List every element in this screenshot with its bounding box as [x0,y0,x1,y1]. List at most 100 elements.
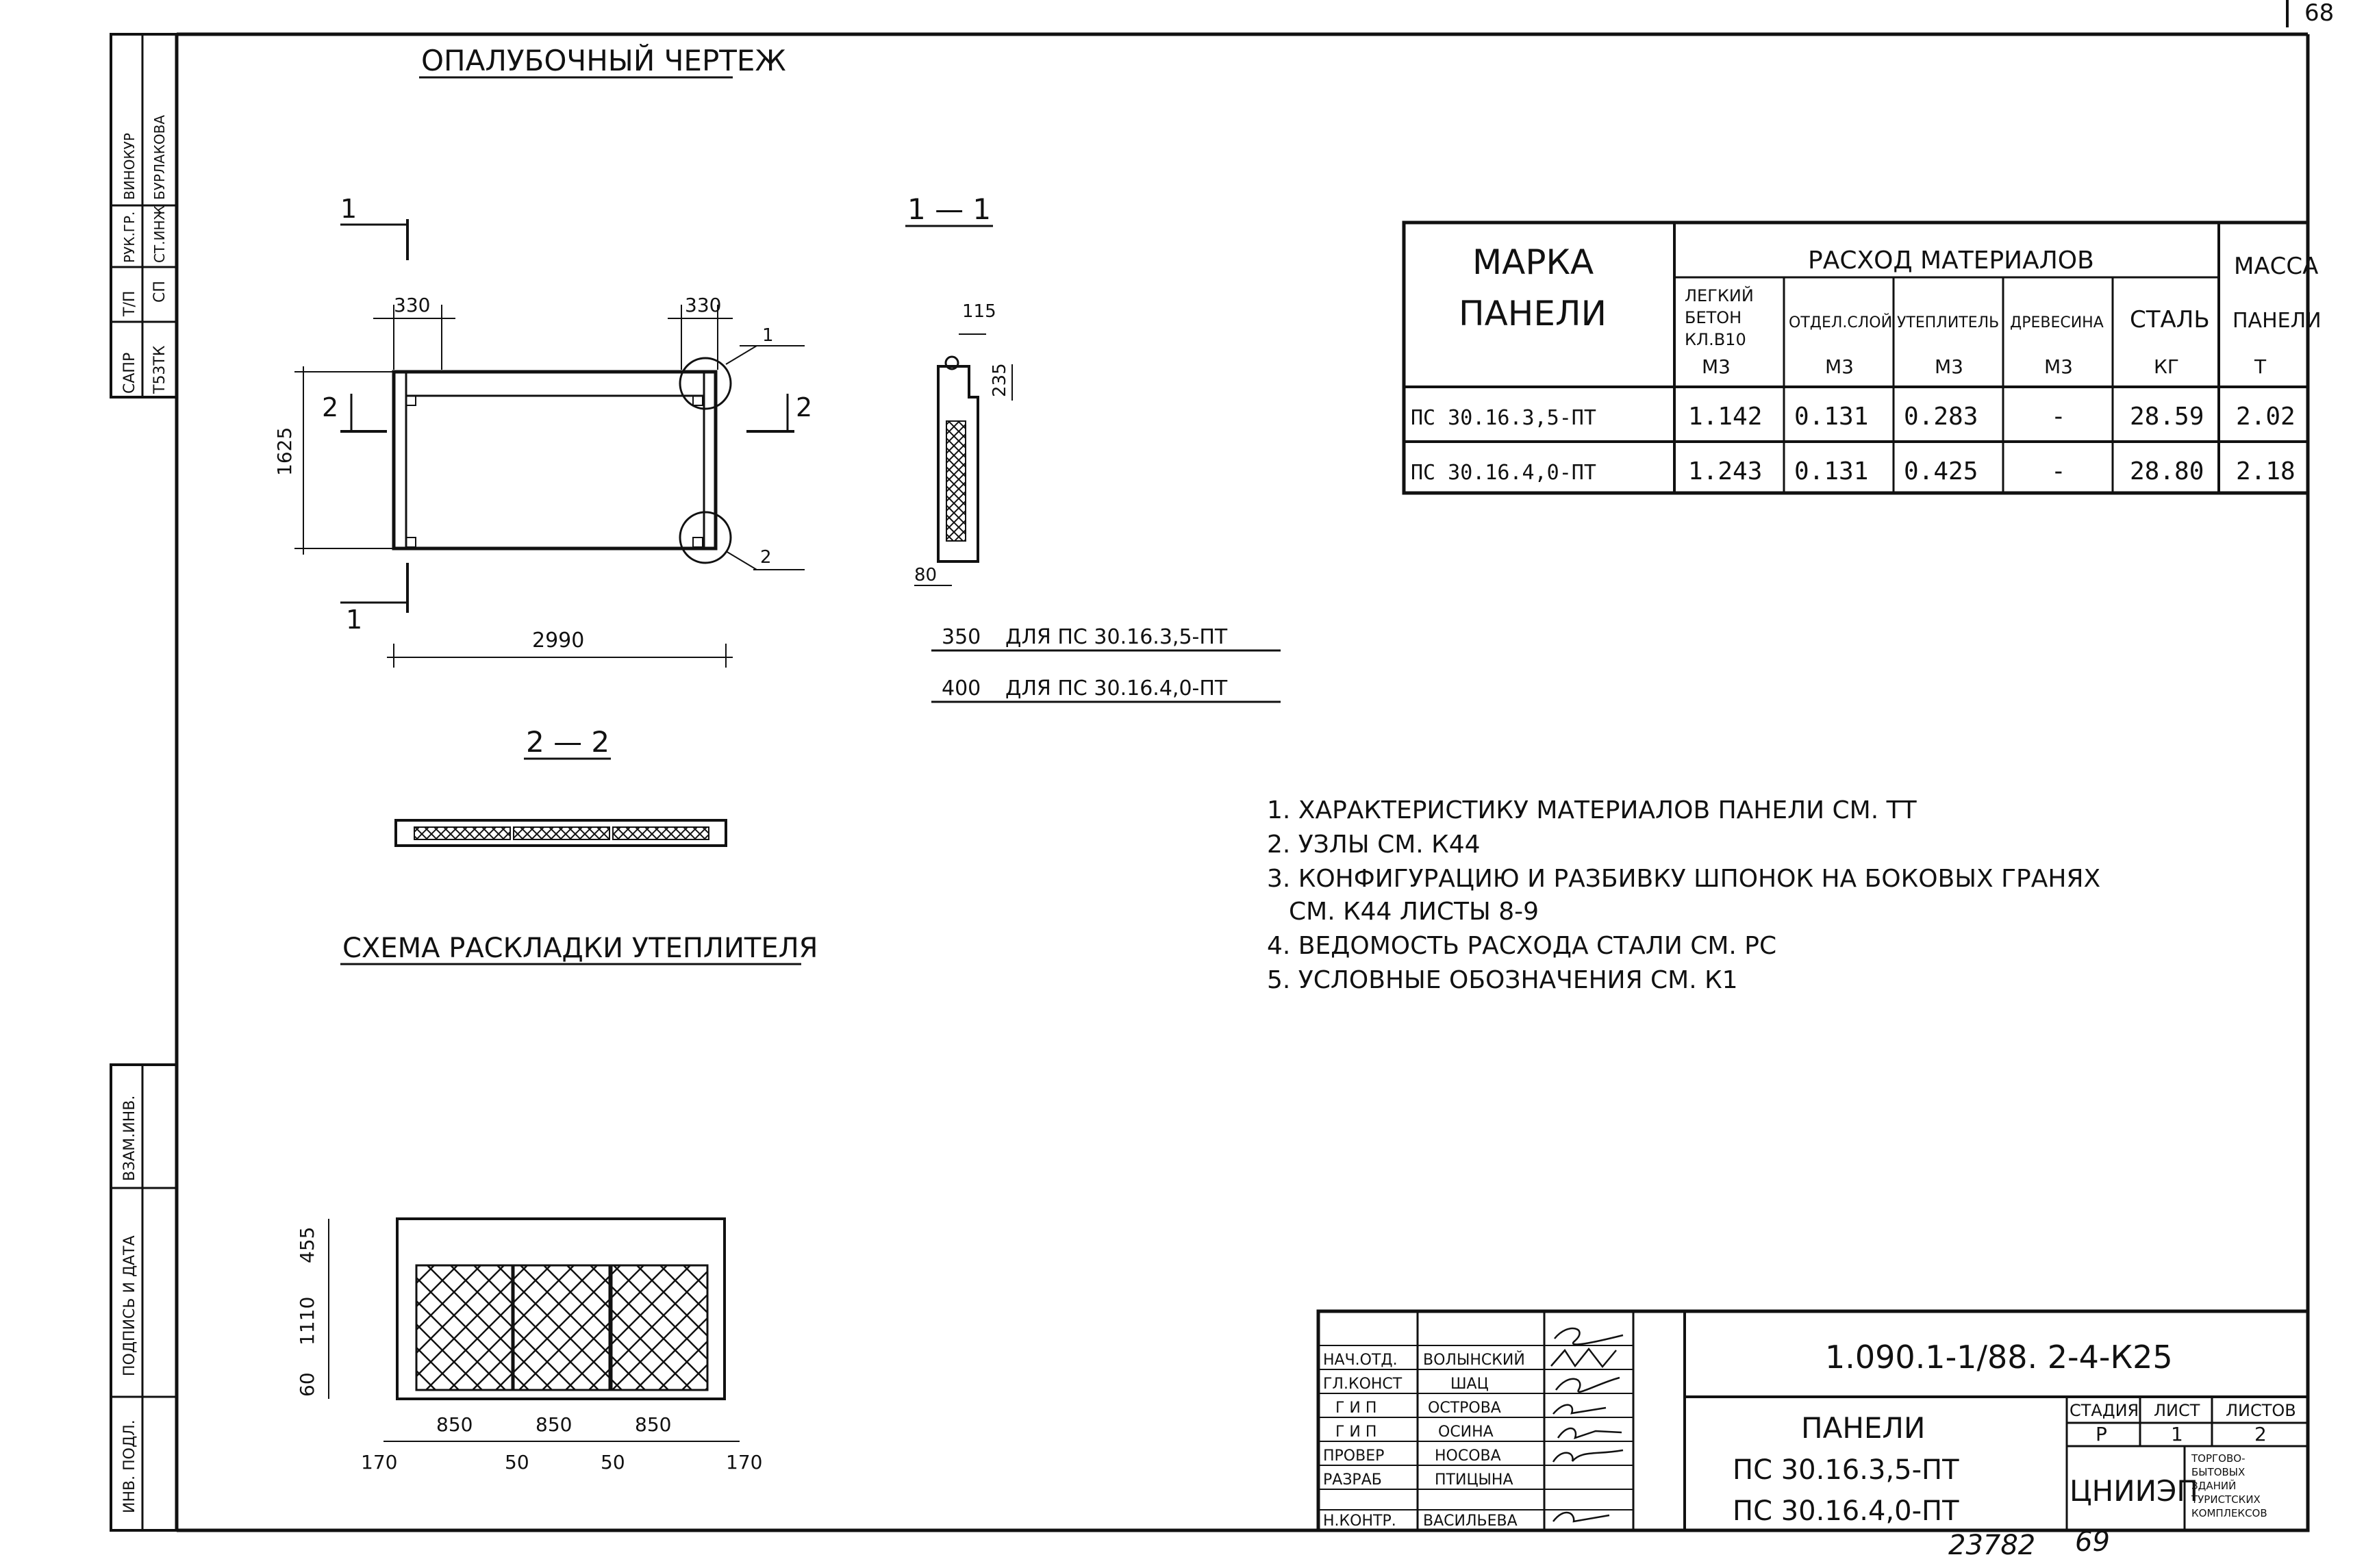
org-desc-3: ЗДАНИЙ [2191,1479,2236,1492]
sig-role-7: Н.КОНТР. [1323,1513,1396,1530]
subheader-insulation: УТЕПЛИТЕЛЬ [1897,314,1999,331]
title-section-1-1: 1 — 1 [907,192,991,226]
row2-mass: 2.18 [2236,457,2296,485]
stamp-st-inzh: СТ.ИНЖ [151,205,168,263]
side-mark-left: 2 [322,392,338,422]
row2-steel: 28.80 [2130,457,2204,485]
section-1-1: 115 235 80 350 ДЛЯ ПС 30.16.3,5-ПТ 400 Д… [914,301,1281,703]
note-3-cont: СМ. К44 ЛИСТЫ 8-9 [1289,898,1539,926]
row1-mass: 2.02 [2236,403,2296,431]
row1-mark: ПС 30.16.3,5-ПТ [1411,406,1596,430]
notes: 1. ХАРАКТЕРИСТИКУ МАТЕРИАЛОВ ПАНЕЛИ СМ. … [1267,796,2100,994]
dim-850-1: 850 [436,1413,473,1436]
designation: 1.090.1-1/88. 2-4-К25 [1825,1339,2173,1376]
dim-1110: 1110 [296,1297,318,1345]
row1-wood: - [2051,403,2066,431]
title-insulation-scheme: СХЕМА РАСКЛАДКИ УТЕПЛИТЕЛЯ [342,933,818,964]
note-1: 1. ХАРАКТЕРИСТИКУ МАТЕРИАЛОВ ПАНЕЛИ СМ. … [1267,796,1917,824]
subheader-finish: ОТДЕЛ.СЛОЙ [1789,314,1892,331]
sig-role-5: ПРОВЕР [1323,1447,1384,1465]
handwritten-signatures [1550,1327,1624,1523]
node-1: 1 [762,325,774,346]
table-row: ПС 30.16.3,5-ПТ 1.142 0.131 0.283 - 28.5… [1411,403,2296,431]
unit-finish: М3 [1825,355,1854,378]
note-3: 3. КОНФИГУРАЦИЮ И РАЗБИВКУ ШПОНОК НА БОК… [1267,865,2100,893]
sheets-label: ЛИСТОВ [2226,1401,2296,1420]
subheader-concrete-3: КЛ.В10 [1685,330,1746,349]
subheader-concrete-2: БЕТОН [1685,308,1741,327]
org-name: ЦНИИЭП [2070,1474,2198,1508]
archive-number: 23782 [1948,1530,2035,1561]
sheet-value: 1 [2171,1423,2183,1445]
note-4: 4. ВЕДОМОСТЬ РАСХОДА СТАЛИ СМ. РС [1267,932,1776,960]
row1-insulation: 0.283 [1904,403,1978,431]
sig-name-4: ОСИНА [1438,1424,1494,1441]
cut-mark-bottom: 1 [346,605,362,635]
sheet-number: 68 [2304,0,2334,27]
dim-80: 80 [914,565,937,585]
stamp-sp: СП [151,281,168,303]
org-desc-5: КОМПЛЕКСОВ [2191,1507,2267,1519]
dim-400: 400 [942,676,981,700]
dim-850-3: 850 [635,1413,671,1436]
dim-50-1: 50 [505,1451,529,1474]
sheets-value: 2 [2254,1423,2267,1445]
stamp-vzam-inv: ВЗАМ.ИНВ. [121,1096,138,1181]
subheader-concrete-1: ЛЕГКИЙ [1685,286,1754,305]
unit-mass: Т [2254,355,2267,378]
unit-insulation: М3 [1935,355,1963,378]
sig-role-3: Г И П [1335,1400,1376,1417]
dim-850-2: 850 [536,1413,572,1436]
unit-concrete: М3 [1702,355,1731,378]
dim-2990: 2990 [532,629,584,653]
left-stamp-top: САПР Т53ТК Т/П СП РУК.ГР. СТ.ИНЖ ВИНОКУР… [110,33,178,399]
page-number: 69 [2075,1526,2110,1558]
sig-name-2: ШАЦ [1450,1376,1489,1393]
row2-insulation: 0.425 [1904,457,1978,485]
dim-60: 60 [296,1372,318,1397]
sig-name-5: НОСОВА [1435,1447,1501,1465]
stamp-ruk-gr: РУК.ГР. [121,212,138,263]
sig-name-6: ПТИЦЫНА [1435,1471,1513,1489]
note-5: 5. УСЛОВНЫЕ ОБОЗНАЧЕНИЯ СМ. К1 [1267,966,1738,994]
sig-role-2: ГЛ.КОНСТ [1323,1376,1403,1393]
subheader-steel: СТАЛЬ [2130,306,2210,333]
title-section-2-2: 2 — 2 [526,725,609,759]
sig-name-1: ВОЛЫНСКИЙ [1423,1351,1525,1369]
name-line-1: ПАНЕЛИ [1801,1411,1925,1445]
unit-wood: М3 [2044,355,2073,378]
dim-170-right: 170 [726,1451,762,1474]
row1-concrete: 1.142 [1688,403,1762,431]
org-desc-4: ТУРИСТСКИХ [2191,1493,2261,1506]
header-consumption: РАСХОД МАТЕРИАЛОВ [1808,246,2094,275]
note-2: 2. УЗЛЫ СМ. К44 [1267,831,1481,859]
signature-rows: НАЧ.ОТД. ВОЛЫНСКИЙ ГЛ.КОНСТ ШАЦ Г И П ОС… [1318,1327,1633,1530]
header-mark-panel: МАРКА [1472,242,1594,282]
stamp-vinokur: ВИНОКУР [121,133,138,200]
dim-330-right: 330 [685,294,721,316]
table-row: ПС 30.16.4,0-ПТ 1.243 0.131 0.425 - 28.8… [1411,457,2296,485]
dim-50-2: 50 [601,1451,625,1474]
name-line-2: ПС 30.16.3,5-ПТ [1733,1454,1959,1486]
note-400: ДЛЯ ПС 30.16.4,0-ПТ [1005,676,1228,700]
stamp-code: Т53ТК [151,345,168,394]
unit-steel: КГ [2154,355,2179,378]
dim-170-left: 170 [361,1451,397,1474]
stage-value: Р [2096,1423,2107,1445]
sheet-label: ЛИСТ [2154,1401,2200,1420]
row2-finish: 0.131 [1794,457,1868,485]
dim-1625: 1625 [273,427,296,476]
stamp-sapr: САПР [121,353,138,394]
org-desc-1: ТОРГОВО- [2191,1452,2245,1465]
row2-mark: ПС 30.16.4,0-ПТ [1411,461,1596,485]
section-2-2 [394,819,727,847]
stamp-inv-podl: ИНВ. ПОДЛ. [121,1419,138,1513]
left-stamp-bottom: ВЗАМ.ИНВ. ПОДПИСЬ И ДАТА ИНВ. ПОДЛ. [110,1063,178,1532]
sig-role-1: НАЧ.ОТД. [1323,1352,1398,1369]
stamp-burlakova: БУРЛАКОВА [151,115,168,200]
dim-455: 455 [296,1227,318,1263]
subheader-wood: ДРЕВЕСИНА [2010,314,2104,331]
sig-name-7: ВАСИЛЬЕВА [1423,1513,1518,1530]
title-formwork: ОПАЛУБОЧНЫЙ ЧЕРТЕЖ [421,43,786,77]
